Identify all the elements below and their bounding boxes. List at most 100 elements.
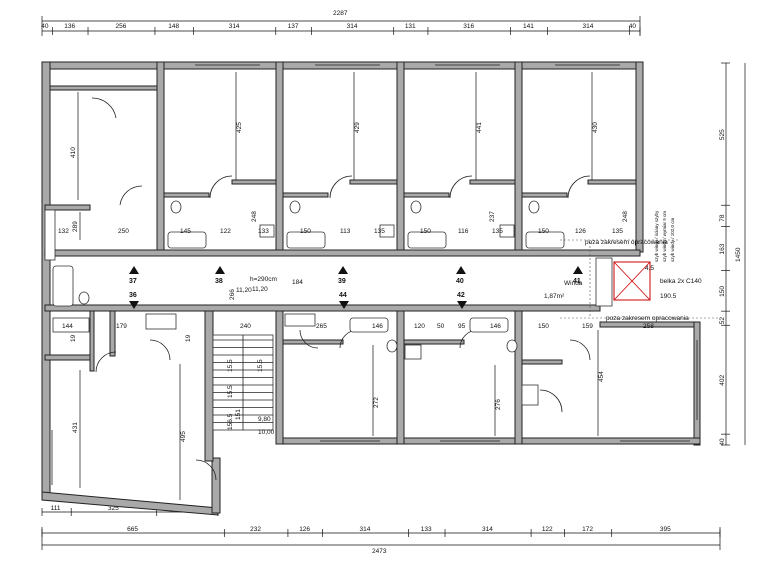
dim-bottom-segment: 325 xyxy=(108,505,119,512)
dim-top-segment: 136 xyxy=(64,23,75,30)
dim-190-5: 190.5 xyxy=(660,293,677,300)
dim-top-segment: 314 xyxy=(229,23,240,30)
room-dimension-labels: 410 289 431 425 429 441 430 495 454 272 … xyxy=(70,72,629,500)
dim-150a: 150 xyxy=(300,228,311,235)
bottom-dimension-chain: 2473 11132523366523212631413331412217239… xyxy=(41,505,721,555)
room-number-44: 44 xyxy=(339,292,347,299)
dim-250: 250 xyxy=(118,228,129,235)
dim-bottom-segment: 172 xyxy=(582,526,593,533)
dim-126: 126 xyxy=(575,228,586,235)
dim-room-425: 425 xyxy=(236,122,243,133)
elevator-shaft xyxy=(560,239,720,319)
dim-top-segment: 131 xyxy=(405,23,416,30)
scope-note-bottom: poza zakresem opracowania xyxy=(606,315,689,322)
dim-bottom-segment: 314 xyxy=(482,526,493,533)
dim-right-total: 1450 xyxy=(735,247,742,262)
windows xyxy=(51,64,698,485)
dim-left-289: 289 xyxy=(72,221,79,232)
dim-135c: 135 xyxy=(612,228,623,235)
dim-bottom-segment: 314 xyxy=(360,526,371,533)
dim-bath-248b: 248 xyxy=(622,211,629,222)
dim-144: 144 xyxy=(62,323,73,330)
dim-bottom-segment: 126 xyxy=(299,526,310,533)
dim-bottom-segment: 111 xyxy=(51,505,61,512)
door-swings xyxy=(91,97,591,481)
dim-150b: 150 xyxy=(420,228,431,235)
dim-room-495: 495 xyxy=(180,431,187,442)
stair-10-00: 10,00 xyxy=(258,429,275,436)
room-number-36: 36 xyxy=(129,292,137,299)
dim-top-segment: 40 xyxy=(41,23,49,30)
dim-113: 113 xyxy=(340,228,351,235)
scope-note-top: poza zakresem opracowania xyxy=(585,239,668,246)
dim-right-segment: 150 xyxy=(719,286,726,297)
stair-266: 266 xyxy=(229,289,236,300)
dim-right-segment: 402 xyxy=(719,374,726,385)
shaft-note-1: szyb windy / ściany szyby xyxy=(654,210,659,262)
stair-15-5-a: 15.5 xyxy=(227,359,234,372)
dim-top-segment: 40 xyxy=(629,23,637,30)
stair-9-80: 9,80 xyxy=(258,416,271,423)
dim-right-segment: 525 xyxy=(719,129,726,140)
right-dimension-chain: 525 78 163 150 52 402 40 1450 xyxy=(719,62,746,446)
dim-top-segment: 141 xyxy=(523,23,534,30)
stair-151: 151 xyxy=(235,409,242,420)
dim-179: 179 xyxy=(116,323,127,330)
dim-265: 265 xyxy=(316,323,327,330)
room-number-37: 37 xyxy=(129,278,137,285)
dim-159: 159 xyxy=(582,323,593,330)
dim-top-segment: 316 xyxy=(463,23,474,30)
room-number-markers: 37 38 39 40 41 36 44 42 xyxy=(129,266,583,309)
dim-right-segment: 78 xyxy=(719,214,726,222)
dim-top-segment: 148 xyxy=(168,23,179,30)
dim-room-272: 272 xyxy=(373,397,380,408)
dim-120: 120 xyxy=(414,323,425,330)
dim-top-segment: 137 xyxy=(288,23,299,30)
stair-15-5-b: 15.5 xyxy=(257,359,264,372)
stair-20: 11,20 xyxy=(236,287,252,294)
dim-19-left: 19 xyxy=(70,334,77,342)
stair-annotations: h=290cm 11,20 11,20 266 15.5 15.5 15.5 1… xyxy=(227,276,277,436)
dim-133: 133 xyxy=(258,228,269,235)
dim-room-430: 430 xyxy=(592,122,599,133)
winda-label: Winda xyxy=(564,280,583,287)
dim-total-top: 2287 xyxy=(333,10,348,17)
scope-annotations: Winda 1,87m² poza zakresem opracowania p… xyxy=(544,210,702,322)
dim-left-410: 410 xyxy=(70,147,77,158)
beam-note: belka 2x C140 xyxy=(660,278,702,285)
dim-184: 184 xyxy=(292,279,303,286)
dim-room-276: 276 xyxy=(495,399,502,410)
dim-total-bottom: 2473 xyxy=(372,548,387,555)
dim-19-right: 19 xyxy=(185,334,192,342)
dim-room-429: 429 xyxy=(354,122,361,133)
dim-bath-237: 237 xyxy=(489,211,496,222)
stair-value: 11,20 xyxy=(252,286,268,293)
dim-146b: 146 xyxy=(490,323,501,330)
dim-146a: 146 xyxy=(372,323,383,330)
room-number-42: 42 xyxy=(457,292,465,299)
dim-145: 145 xyxy=(180,228,191,235)
dim-right-segment: 163 xyxy=(719,243,726,254)
bathroom-fixtures xyxy=(44,200,565,406)
dim-bath-248a: 248 xyxy=(251,211,258,222)
room-number-39: 39 xyxy=(338,278,346,285)
dim-135b: 135 xyxy=(492,228,503,235)
shaft-dim: 4,5 xyxy=(645,265,654,272)
dim-left-431: 431 xyxy=(72,422,79,433)
dim-room-441: 441 xyxy=(476,122,483,133)
dim-50: 50 xyxy=(437,323,445,330)
room-number-40: 40 xyxy=(456,278,464,285)
dim-258: 258 xyxy=(643,323,654,330)
room-number-38: 38 xyxy=(215,278,223,285)
dim-right-segment: 52 xyxy=(719,317,726,325)
width-labels: 145 122 133 150 113 135 150 116 135 150 … xyxy=(58,228,677,330)
height-note: h=290cm xyxy=(250,276,277,283)
dim-bottom-segment: 665 xyxy=(127,526,138,533)
dim-122: 122 xyxy=(220,228,231,235)
shaft-note-2: szyb windy / wymiar 9 cm xyxy=(662,211,667,262)
dim-right-segment: 40 xyxy=(719,438,726,446)
stair-156-5: 156.5 xyxy=(227,413,234,430)
dim-150d: 150 xyxy=(538,323,549,330)
